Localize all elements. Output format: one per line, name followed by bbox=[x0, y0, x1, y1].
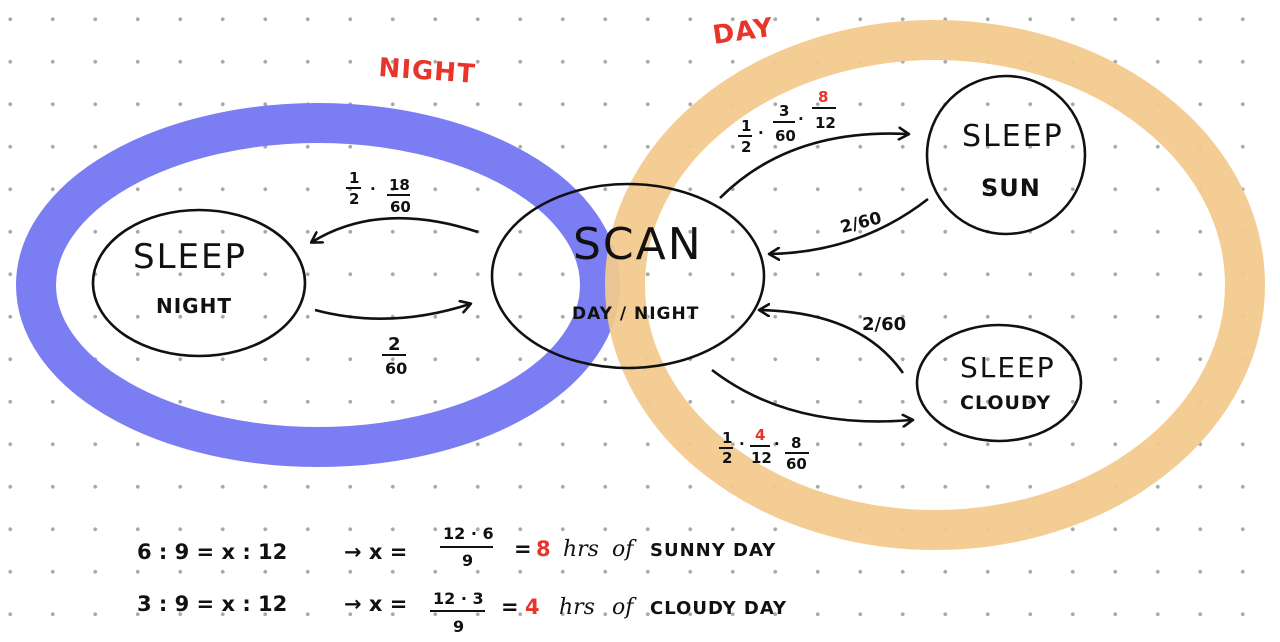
frac-denominator: 12 bbox=[751, 449, 772, 467]
multiply-dot: · bbox=[758, 124, 764, 142]
label-sleep-cloudy-to-scan: 2/60 bbox=[862, 314, 906, 335]
state-sleep-sun-sub: SUN bbox=[981, 174, 1041, 202]
state-sleep-cloudy: SLEEP CLOUDY bbox=[915, 323, 1083, 443]
frac-numerator: 18 bbox=[389, 176, 410, 194]
frac-numerator: 3 bbox=[779, 102, 789, 120]
equation-denominator: 9 bbox=[453, 617, 464, 636]
frac-numerator: 2 bbox=[388, 334, 401, 355]
equation-rest: CLOUDY DAY bbox=[650, 598, 787, 619]
equation-result: 4 bbox=[525, 595, 540, 619]
state-scan: SCAN DAY / NIGHT bbox=[490, 182, 766, 370]
equation-denominator: 9 bbox=[462, 551, 473, 570]
equation-arrow: → x = bbox=[344, 592, 407, 616]
arrow-scan-to-sleep-night bbox=[312, 216, 479, 242]
state-scan-title: SCAN bbox=[573, 219, 703, 270]
state-sleep-night-sub: NIGHT bbox=[156, 294, 232, 318]
label-scan-to-sleep-night: 1 2 · 18 60 bbox=[346, 169, 411, 216]
state-scan-circle bbox=[490, 182, 766, 370]
multiply-dot: · bbox=[774, 435, 780, 453]
state-sleep-cloudy-circle bbox=[915, 323, 1083, 443]
state-sleep-sun-circle bbox=[925, 74, 1087, 236]
equation-rest: SUNNY DAY bbox=[650, 540, 776, 561]
label-sleep-sun-to-scan: 2/60 bbox=[838, 208, 883, 238]
frac-denominator: 60 bbox=[786, 455, 807, 473]
equation-numerator: 12 · 6 bbox=[443, 524, 494, 543]
frac-denominator: 2 bbox=[741, 138, 751, 156]
frac-denominator: 60 bbox=[775, 127, 796, 145]
frac-denominator: 60 bbox=[385, 359, 407, 378]
arrow-sleep-cloudy-to-scan bbox=[760, 310, 905, 374]
night-region-label: NIGHT bbox=[378, 53, 477, 90]
state-sleep-night-circle bbox=[91, 208, 307, 358]
arrow-scan-to-sleep-sun bbox=[719, 134, 908, 199]
label-scan-to-sleep-sun: 1 2 · 3 60 · 8 12 bbox=[738, 88, 836, 156]
arrow-scan-to-sleep-cloudy bbox=[711, 368, 912, 421]
state-sleep-night: SLEEP NIGHT bbox=[91, 208, 307, 358]
label-scan-to-sleep-cloudy: 1 2 · 4 12 · 8 60 bbox=[719, 426, 809, 473]
equation-sunny: 6 : 9 = x : 12 → x = 12 · 6 9 = 8 hrs of… bbox=[137, 524, 776, 570]
night-region-ring bbox=[16, 103, 620, 467]
frac-denominator: 12 bbox=[815, 114, 836, 132]
day-region-label: DAY bbox=[711, 13, 776, 51]
equation-unit: hrs bbox=[559, 595, 595, 620]
equation-ratio: 3 : 9 = x : 12 bbox=[137, 592, 287, 616]
frac-denominator: 2 bbox=[349, 190, 359, 208]
equation-arrow: → x = bbox=[344, 540, 407, 564]
equation-of: of bbox=[612, 595, 637, 620]
equation-unit: hrs bbox=[563, 537, 599, 562]
equation-of: of bbox=[612, 537, 637, 562]
equation-ratio: 6 : 9 = x : 12 bbox=[137, 540, 287, 564]
state-sleep-cloudy-sub: CLOUDY bbox=[960, 392, 1051, 414]
equation-result: 8 bbox=[536, 537, 551, 561]
frac-numerator: 1 bbox=[349, 169, 359, 187]
state-sleep-cloudy-title: SLEEP bbox=[960, 351, 1056, 384]
frac-denominator: 60 bbox=[390, 198, 411, 216]
equation-cloudy: 3 : 9 = x : 12 → x = 12 · 3 9 = 4 hrs of… bbox=[137, 589, 787, 636]
multiply-dot: · bbox=[370, 180, 376, 198]
label-sleep-night-to-scan: 2 60 bbox=[382, 334, 407, 378]
multiply-dot: · bbox=[739, 435, 745, 453]
frac-denominator: 2 bbox=[722, 449, 732, 467]
frac-numerator: 8 bbox=[791, 434, 801, 452]
equation-numerator: 12 · 3 bbox=[433, 589, 484, 608]
frac-numerator: 4 bbox=[755, 426, 765, 444]
arrow-sleep-night-to-scan bbox=[314, 304, 470, 320]
day-region-ring bbox=[605, 20, 1265, 550]
frac-numerator: 8 bbox=[818, 88, 828, 106]
frac-numerator: 1 bbox=[722, 429, 732, 447]
state-sleep-sun: SLEEP SUN bbox=[925, 74, 1087, 236]
arrow-sleep-sun-to-scan bbox=[770, 197, 929, 254]
state-sleep-sun-title: SLEEP bbox=[962, 119, 1064, 154]
multiply-dot: · bbox=[798, 110, 804, 128]
frac-numerator: 1 bbox=[741, 117, 751, 135]
state-scan-sub: DAY / NIGHT bbox=[572, 304, 699, 324]
equation-equals: = bbox=[501, 595, 519, 619]
state-sleep-night-title: SLEEP bbox=[133, 237, 247, 277]
equation-equals: = bbox=[514, 537, 532, 561]
